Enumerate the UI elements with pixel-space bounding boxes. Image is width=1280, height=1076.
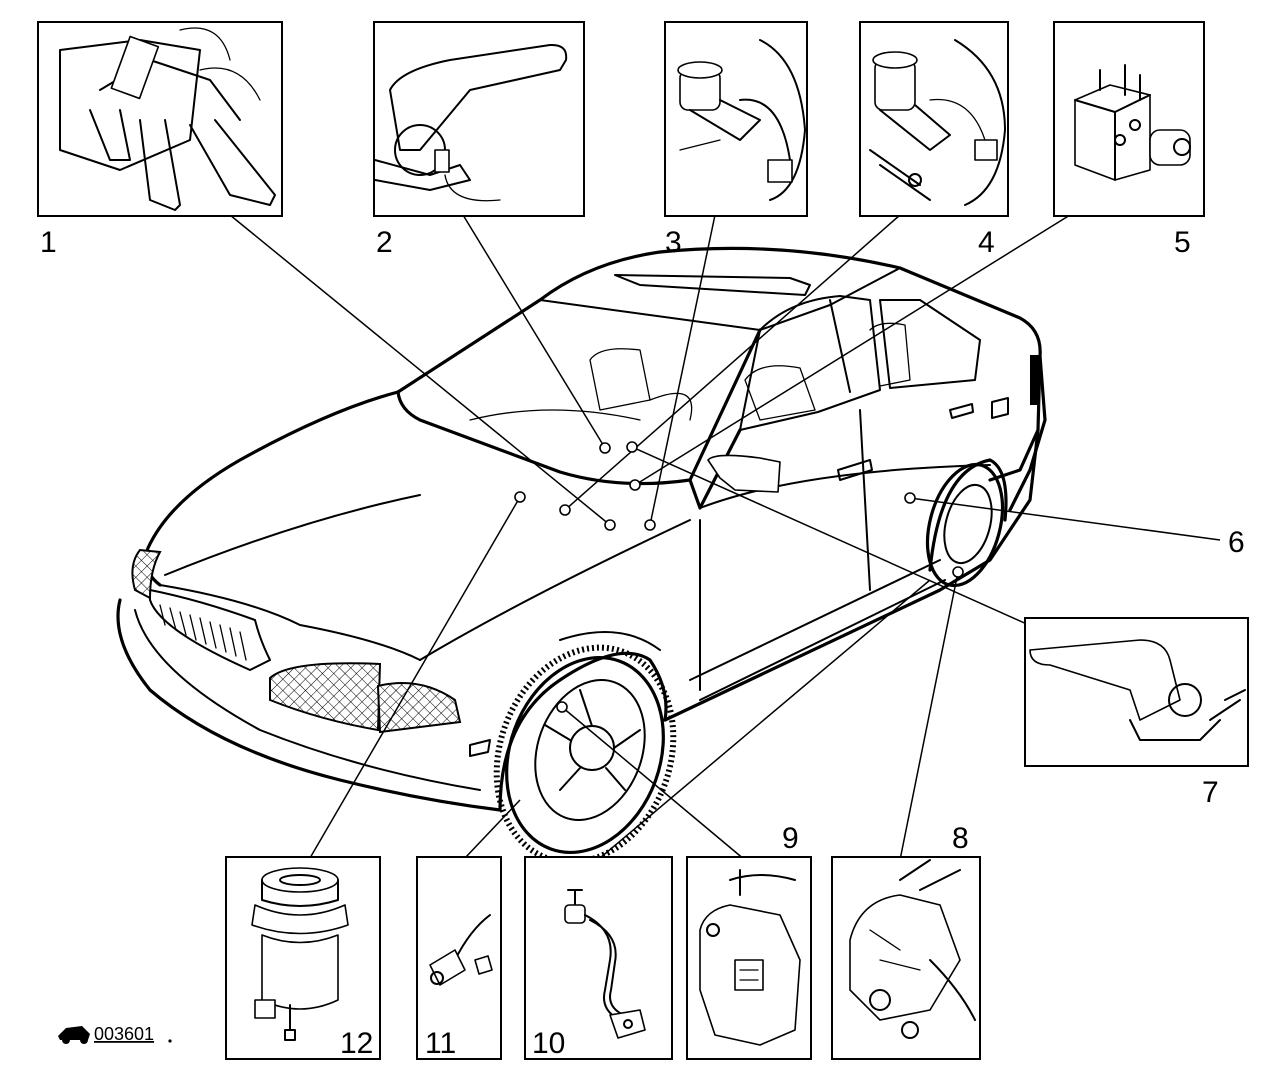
connection-points xyxy=(514,441,964,713)
inset-master-cylinder xyxy=(859,21,1009,217)
grille-slats xyxy=(159,604,247,661)
callout-labels: 1 2 3 4 5 6 7 8 9 10 11 12 xyxy=(40,226,1245,1060)
inset-pedal-assembly xyxy=(37,21,283,217)
inset-parking-brake-lever xyxy=(1024,617,1249,767)
inset-abs-hydraulic-unit xyxy=(1053,21,1205,217)
figure-code: 003601 xyxy=(58,1024,172,1044)
callout-2: 2 xyxy=(376,226,393,259)
callout-7: 7 xyxy=(1202,776,1219,809)
inset-brake-booster-sensor xyxy=(664,21,808,217)
callout-12: 12 xyxy=(340,1027,373,1060)
callout-5: 5 xyxy=(1174,226,1191,259)
callout-11: 11 xyxy=(425,1027,456,1060)
car-silhouette-icon xyxy=(58,1026,90,1044)
inset-front-brake-caliper xyxy=(686,856,812,1060)
inset-rear-brake-caliper xyxy=(831,856,981,1060)
inset-brake-hose xyxy=(524,856,673,1060)
inset-wheel-speed-sensor xyxy=(416,856,502,1060)
callout-10: 10 xyxy=(532,1027,565,1060)
car-illustration xyxy=(116,246,1047,866)
callout-3: 3 xyxy=(665,226,682,259)
inset-brake-fluid-reservoir xyxy=(225,856,381,1060)
callout-8: 8 xyxy=(952,822,969,855)
callout-6: 6 xyxy=(1228,526,1245,559)
inset-handbrake-switch xyxy=(373,21,585,217)
callout-1: 1 xyxy=(40,226,57,259)
callout-9: 9 xyxy=(782,822,799,855)
leader-lines xyxy=(229,209,1221,861)
callout-4: 4 xyxy=(978,226,995,259)
figure-code-text: 003601 xyxy=(94,1024,154,1044)
